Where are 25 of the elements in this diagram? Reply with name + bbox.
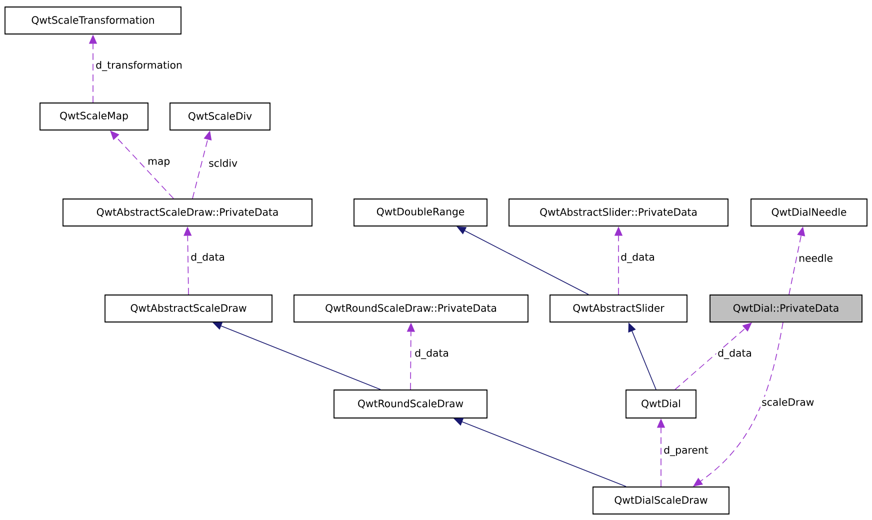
edge-label: needle: [800, 254, 832, 262]
class-box: QwtDialScaleDraw: [592, 486, 730, 514]
edge-label: map: [148, 159, 170, 167]
class-box: QwtDialNeedle: [750, 198, 868, 226]
edge-label: scaleDraw: [762, 398, 814, 406]
edge-label: d_transformation: [96, 60, 182, 72]
class-box: QwtAbstractSlider::PrivateData: [508, 198, 728, 226]
class-box: QwtDial::PrivateData: [710, 294, 862, 322]
class-box: QwtAbstractScaleDraw::PrivateData: [62, 198, 312, 226]
edge-label: d_data: [621, 252, 654, 264]
edge-label: d_data: [415, 348, 448, 360]
class-box: QwtScaleTransformation: [4, 6, 182, 34]
edge-label: d_data: [191, 252, 224, 264]
class-box: QwtDoubleRange: [354, 198, 488, 226]
class-box: QwtScaleDiv: [170, 102, 270, 130]
class-box: QwtAbstractScaleDraw: [104, 294, 272, 322]
class-box: QwtAbstractSlider: [550, 294, 688, 322]
edge-label: d_parent: [664, 446, 708, 456]
arrow: [693, 322, 784, 486]
class-box: QwtScaleMap: [40, 102, 148, 130]
edge-label: d_data: [718, 348, 751, 360]
edge-label: scldiv: [209, 159, 238, 167]
class-box: QwtRoundScaleDraw::PrivateData: [294, 294, 528, 322]
class-box: QwtDial: [626, 390, 696, 418]
class-box: QwtRoundScaleDraw: [334, 390, 488, 418]
